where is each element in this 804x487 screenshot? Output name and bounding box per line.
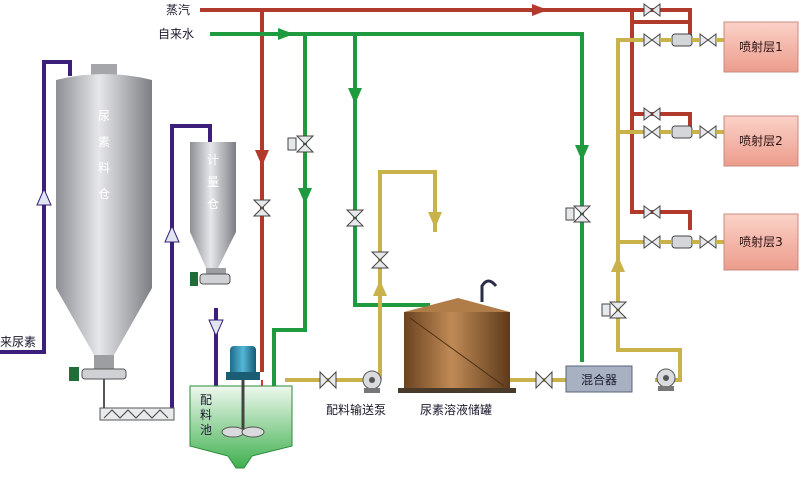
valve-steam-2[interactable] <box>643 107 661 121</box>
storage-tank-label: 尿素溶液储罐 <box>420 402 492 417</box>
water-down-arrow-2 <box>298 188 312 204</box>
valve-tank-outlet[interactable] <box>535 370 553 390</box>
urea-up-arrow-2 <box>164 224 180 243</box>
steam-label: 蒸汽 <box>166 2 190 17</box>
spray-layer-3 <box>723 213 799 271</box>
valve-steam-main[interactable] <box>252 199 272 217</box>
valve-feed-line[interactable] <box>319 370 337 390</box>
spray-layer-1 <box>723 21 799 73</box>
silo-label-1: 尿 <box>98 109 110 123</box>
nozzle-layer3 <box>671 235 693 249</box>
urea-silo <box>56 64 152 381</box>
nozzle-layer1 <box>671 33 693 47</box>
mixer-pump-icon <box>656 368 676 391</box>
urea-up-arrow-1 <box>36 187 52 206</box>
feed-pump-icon <box>362 370 382 393</box>
valve-solution-layer1[interactable] <box>643 33 661 47</box>
water-down-arrow-1 <box>348 88 362 104</box>
water-down-arrow-3 <box>575 145 589 161</box>
valve-solution-1[interactable] <box>370 251 390 269</box>
storage-tank <box>398 279 516 393</box>
valve-outlet-layer1[interactable] <box>699 33 717 47</box>
valve-solution-2[interactable] <box>601 301 628 319</box>
pool-label-2: 料 <box>200 408 212 422</box>
spray-layer-2-label: 喷射层2 <box>739 133 783 148</box>
mixer-label: 混合器 <box>581 372 617 387</box>
solution-up-arrow-1 <box>373 280 387 296</box>
valve-solution-layer2[interactable] <box>643 125 661 139</box>
tap-water-label: 自来水 <box>158 27 194 41</box>
spray-layer-1-label: 喷射层1 <box>739 39 783 54</box>
solution-up-arrow-2 <box>611 256 625 272</box>
bin-label-1: 计 <box>207 153 219 167</box>
steam-down-arrow-icon <box>255 150 269 166</box>
silo-label-2: 素 <box>98 135 110 149</box>
feed-pump-label: 配料输送泵 <box>326 402 386 417</box>
valve-steam-3[interactable] <box>643 205 661 219</box>
valve-steam-1[interactable] <box>643 3 661 17</box>
water-line <box>210 32 584 386</box>
mixing-tank <box>189 346 293 469</box>
valve-water-1[interactable] <box>287 135 315 153</box>
bin-label-2: 量 <box>207 175 219 189</box>
urea-down-arrow <box>208 319 224 338</box>
solution-down-arrow <box>428 212 442 228</box>
water-arrow-icon <box>278 28 294 40</box>
silo-label-3: 料 <box>98 161 110 175</box>
pool-label-1: 配 <box>200 393 212 407</box>
spray-layer-3-label: 喷射层3 <box>739 234 783 249</box>
valve-water-3[interactable] <box>565 205 592 223</box>
spray-layer-2 <box>723 115 799 167</box>
valve-water-2[interactable] <box>345 209 365 227</box>
pool-label-3: 池 <box>200 423 212 437</box>
screw-conveyor <box>99 407 175 421</box>
steam-line <box>200 8 692 372</box>
incoming-urea-label: 来尿素 <box>0 335 36 349</box>
bin-label-3: 仓 <box>207 197 219 211</box>
silo-label-4: 仓 <box>98 187 110 201</box>
valve-solution-layer3[interactable] <box>643 235 661 249</box>
valve-outlet-layer3[interactable] <box>699 235 717 249</box>
mixer-box <box>565 365 633 393</box>
metering-bin <box>190 142 236 286</box>
nozzle-layer2 <box>671 125 693 139</box>
valve-outlet-layer2[interactable] <box>699 125 717 139</box>
steam-arrow-icon <box>532 4 548 16</box>
